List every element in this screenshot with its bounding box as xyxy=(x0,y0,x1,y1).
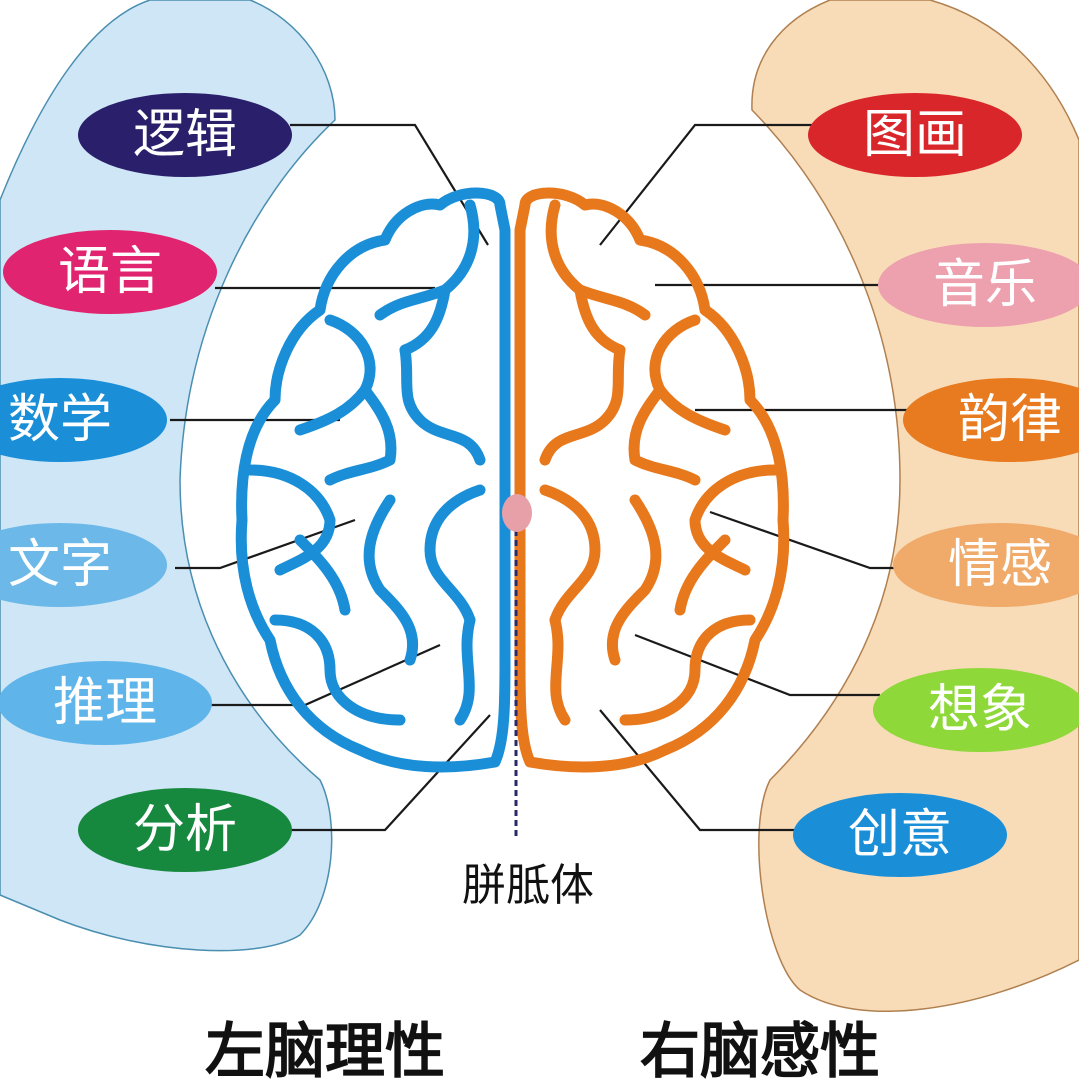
label-text: 想象 xyxy=(928,680,1032,740)
label-ellipse xyxy=(0,523,167,607)
label-ellipse xyxy=(793,793,1007,877)
label-text: 数学 xyxy=(8,390,112,450)
label-text: 音乐 xyxy=(933,255,1037,315)
label-text: 文字 xyxy=(8,535,112,595)
right-label-4: 想象 xyxy=(873,668,1079,752)
left-label-5: 分析 xyxy=(78,788,292,872)
label-ellipse xyxy=(893,523,1079,607)
connector-text xyxy=(175,518,356,570)
label-ellipse xyxy=(0,378,167,462)
label-text: 逻辑 xyxy=(133,105,237,165)
connector-imagination xyxy=(634,633,880,697)
label-text: 韵律 xyxy=(958,390,1062,450)
label-ellipse xyxy=(3,230,217,314)
left-label-0: 逻辑 xyxy=(78,93,292,177)
label-text: 情感 xyxy=(948,535,1052,595)
corpus-callosum-marker xyxy=(502,494,532,532)
label-ellipse xyxy=(873,668,1079,752)
corpus-callosum-label: 胼胝体 xyxy=(462,860,594,911)
connector-logic xyxy=(290,123,489,246)
right-label-1: 音乐 xyxy=(878,243,1079,327)
label-ellipse xyxy=(78,93,292,177)
label-text: 创意 xyxy=(848,805,952,865)
label-text: 图画 xyxy=(863,105,967,165)
label-text: 语言 xyxy=(58,242,162,302)
right-label-5: 创意 xyxy=(793,793,1007,877)
left-label-4: 推理 xyxy=(0,661,212,745)
footer-left-brain: 左脑理性 xyxy=(205,1017,445,1079)
left-label-1: 语言 xyxy=(3,230,217,314)
label-ellipse xyxy=(808,93,1022,177)
connector-drawing xyxy=(599,123,825,246)
label-text: 分析 xyxy=(133,800,237,860)
left-hemisphere xyxy=(235,187,511,773)
left-label-3: 文字 xyxy=(0,523,167,607)
right-label-2: 韵律 xyxy=(903,378,1079,462)
connector-creativity xyxy=(599,709,795,832)
footer-right-brain: 右脑感性 xyxy=(640,1017,880,1079)
label-ellipse xyxy=(0,661,212,745)
right-label-0: 图画 xyxy=(808,93,1022,177)
left-label-2: 数学 xyxy=(0,378,167,462)
connector-analysis xyxy=(290,714,491,832)
right-hemisphere xyxy=(514,187,790,773)
label-ellipse xyxy=(878,243,1079,327)
label-ellipse xyxy=(78,788,292,872)
right-label-3: 情感 xyxy=(893,523,1079,607)
label-ellipse xyxy=(903,378,1079,462)
label-text: 推理 xyxy=(53,673,157,733)
